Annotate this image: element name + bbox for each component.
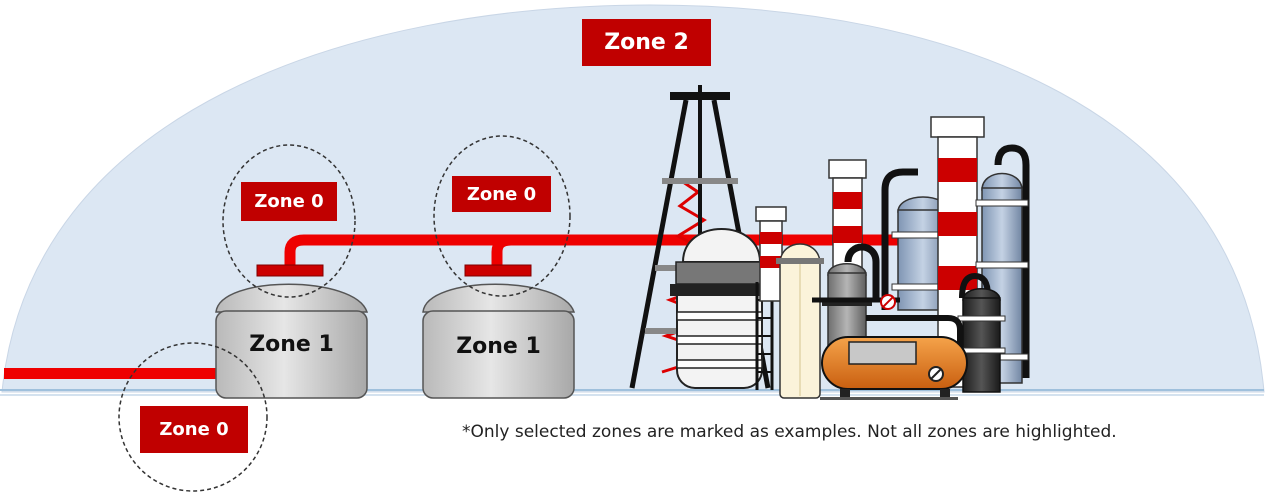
zone-2-label: Zone 2 bbox=[582, 19, 711, 66]
valve-icon bbox=[928, 366, 944, 382]
zone-0-circle-tank-1 bbox=[222, 144, 356, 298]
zone-0-circle-pipe bbox=[118, 342, 268, 492]
tank-1-label: Zone 1 bbox=[249, 332, 334, 357]
tank-2-label: Zone 1 bbox=[456, 334, 541, 359]
cream-column bbox=[776, 243, 824, 399]
overhead-pipe bbox=[284, 234, 915, 268]
valve-icon bbox=[880, 294, 896, 310]
zone-0-circle-tank-2 bbox=[433, 135, 571, 297]
storage-tank-1 bbox=[215, 264, 369, 399]
zone-0-label-tank-1: Zone 0 bbox=[241, 182, 337, 221]
zone-0-label-tank-2: Zone 0 bbox=[452, 176, 551, 212]
domed-column bbox=[670, 228, 770, 389]
orange-vessel bbox=[820, 336, 968, 400]
dark-vessel bbox=[957, 272, 1006, 393]
storage-tank-2 bbox=[422, 264, 576, 399]
footnote: *Only selected zones are marked as examp… bbox=[462, 422, 1117, 442]
ground-line bbox=[0, 389, 1264, 396]
zone-0-label-pipe: Zone 0 bbox=[140, 406, 248, 453]
inlet-pipe bbox=[4, 366, 241, 381]
